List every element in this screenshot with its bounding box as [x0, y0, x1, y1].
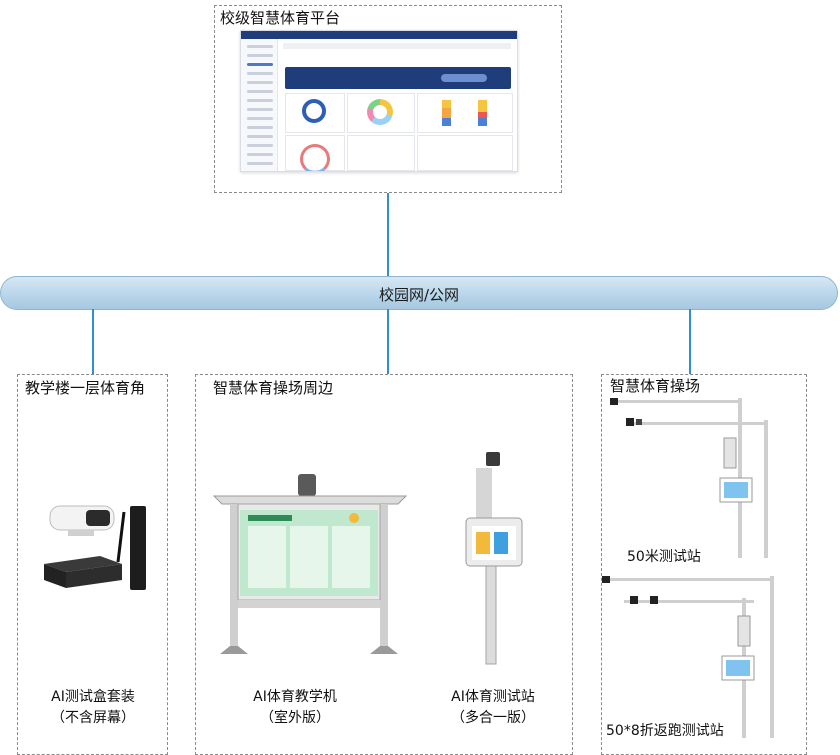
screen-column-3 [332, 526, 370, 588]
terminal-screen-fill [726, 660, 750, 676]
station-column-top [476, 468, 492, 524]
machine-camera [298, 474, 316, 496]
ai-test-box-caption-line1: AI测试盒套装 [51, 689, 135, 705]
platform-screenshot [240, 30, 518, 172]
bracket [723, 437, 737, 469]
sensor-3 [650, 596, 658, 604]
sensor-3 [636, 419, 642, 425]
antenna [116, 511, 126, 563]
screenshot-card-6 [417, 135, 513, 171]
machine-left-post [230, 504, 238, 652]
gate-arm-upper [604, 578, 774, 581]
ai-test-box-caption-line2: （不含屏幕） [51, 710, 135, 726]
station-50m-device [610, 398, 768, 558]
machine-right-foot [370, 646, 398, 654]
ai-teaching-machine [212, 474, 408, 654]
machine-left-foot [220, 646, 248, 654]
screenshot-card-5 [347, 135, 415, 171]
connector-teaching-building [92, 309, 94, 374]
gate-arm-lower [628, 422, 768, 425]
connector-platform [387, 193, 389, 277]
connector-field-surroundings [387, 309, 389, 374]
screen-column-1 [248, 526, 286, 588]
gate-arm-lower [624, 600, 754, 603]
ai-teaching-machine-caption-line2: （室外版） [260, 710, 330, 726]
network-pipe: 校园网/公网 [0, 276, 838, 310]
ai-teaching-machine-caption: AI体育教学机 （室外版） [230, 687, 360, 729]
machine-panel-bottom [238, 600, 380, 608]
machine-right-post [380, 504, 388, 652]
ai-test-box-kit [44, 505, 146, 590]
gate-arm-upper [612, 400, 742, 403]
network-label: 校园网/公网 [378, 286, 460, 304]
platform-box [214, 5, 562, 193]
screenshot-card-2 [347, 93, 415, 133]
host-box-top [44, 556, 122, 572]
teaching-building-title: 教学楼一层体育角 [25, 379, 146, 397]
machine-canopy [212, 495, 408, 505]
ai-test-station [465, 452, 523, 665]
ai-teaching-machine-caption-line1: AI体育教学机 [253, 689, 337, 705]
screenshot-card-4 [285, 135, 345, 171]
screenshot-banner [285, 67, 511, 89]
terminal-screen-fill [724, 482, 748, 498]
station-50m-label: 50米测试站 [627, 549, 701, 565]
station-shuttle-device [602, 576, 774, 738]
camera-lens-panel [86, 510, 110, 526]
connector-field [689, 309, 691, 374]
sensor-1 [602, 576, 610, 583]
camera-base [68, 530, 94, 536]
host-box-front [44, 564, 66, 588]
station-shuttle-label: 50*8折返跑测试站 [606, 723, 724, 739]
screenshot-header [241, 31, 517, 39]
host-box-side [66, 564, 122, 588]
ai-test-station-caption-line1: AI体育测试站 [451, 689, 535, 705]
field-surroundings-title: 智慧体育操场周边 [213, 379, 334, 397]
screenshot-card-1 [285, 93, 345, 133]
sensor-2 [630, 596, 638, 604]
bracket [737, 615, 751, 647]
gate-post [770, 576, 774, 738]
field-title: 智慧体育操场 [610, 377, 701, 395]
station-screen-left [476, 532, 490, 554]
screenshot-card-3 [417, 93, 513, 133]
ai-test-box-caption: AI测试盒套装 （不含屏幕） [22, 687, 164, 729]
gate-post-2 [764, 420, 768, 558]
screen-heading [248, 515, 292, 521]
station-camera [486, 452, 500, 466]
sensor-1 [610, 398, 618, 405]
screenshot-sidebar [241, 39, 278, 171]
ai-test-station-caption-line2: （多合一版） [451, 710, 535, 726]
screenshot-filter-bar [283, 43, 511, 49]
ai-test-station-caption: AI体育测试站 （多合一版） [428, 687, 558, 729]
screen-badge [349, 513, 359, 523]
platform-title: 校级智慧体育平台 [220, 9, 341, 27]
screen-panel [130, 506, 146, 590]
station-screen-right [494, 532, 508, 554]
screen-column-2 [290, 526, 328, 588]
sensor-2 [626, 418, 634, 426]
